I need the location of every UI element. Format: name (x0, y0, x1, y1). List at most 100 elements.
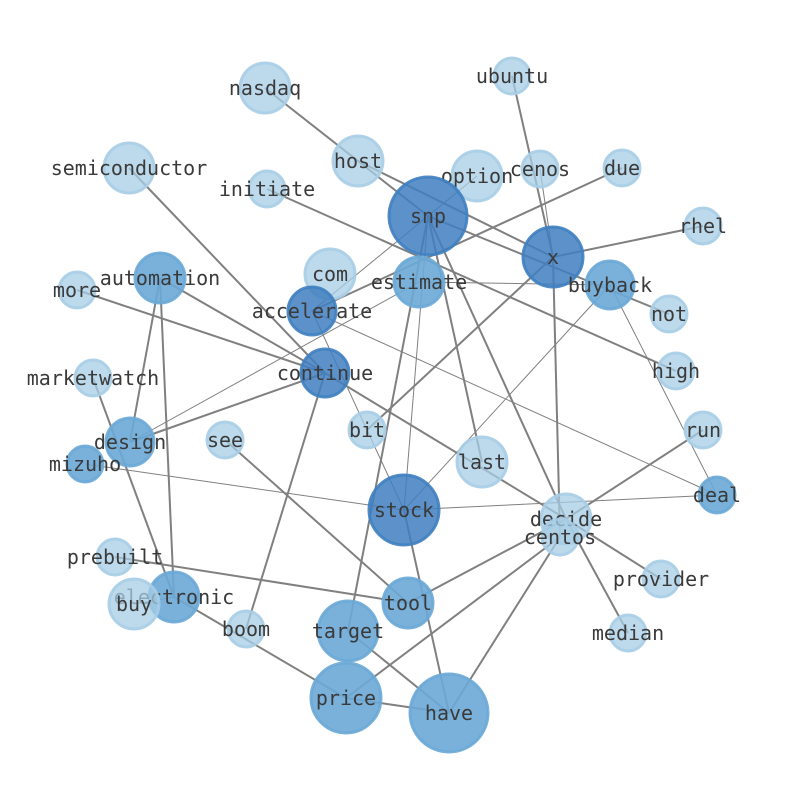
node-label-rhel: rhel (679, 214, 727, 238)
node-last: last (455, 435, 509, 489)
edge-automation-design (129, 277, 161, 443)
node-label-stock: stock (374, 498, 434, 522)
node-label-target: target (312, 619, 384, 643)
edge-continue-decide (324, 372, 567, 520)
node-label-snp: snp (410, 204, 446, 228)
node-run: run (683, 410, 723, 450)
edge-initiate-high (266, 188, 677, 372)
node-circle-option (450, 149, 504, 203)
node-circle-due (602, 148, 642, 188)
edge-more-continue (76, 289, 326, 374)
node-label-com: com (312, 262, 348, 286)
node-high: high (652, 351, 700, 391)
edge-semiconductor-continue (128, 167, 326, 374)
edge-x-bit (366, 256, 554, 431)
node-label-cenos: cenos (510, 157, 570, 181)
node-circle-more (57, 270, 97, 310)
node-rhel: rhel (679, 206, 727, 246)
edge-run-decide (565, 429, 704, 520)
edge-continue-design (129, 372, 326, 443)
node-label-option: option (441, 164, 513, 188)
node-mizuho: mizuho (49, 444, 121, 484)
node-circle-design (104, 416, 156, 468)
node-circle-nasdaq (238, 61, 292, 115)
node-buy: buy (107, 577, 161, 631)
node-circle-accelerate (286, 285, 338, 337)
node-circle-provider (641, 559, 681, 599)
node-circle-run (683, 410, 723, 450)
node-circle-semiconductor (102, 141, 156, 195)
node-host: host (331, 134, 385, 188)
node-label-marketwatch: marketwatch (27, 366, 159, 390)
node-circle-centos (540, 517, 580, 557)
node-label-initiate: initiate (219, 177, 315, 201)
node-circle-stock (367, 473, 441, 547)
node-circle-estimate (392, 255, 446, 309)
node-label-mizuho: mizuho (49, 452, 121, 476)
node-semiconductor: semiconductor (51, 141, 208, 195)
node-label-boom: boom (222, 617, 270, 641)
node-circle-automation (133, 251, 187, 305)
node-circle-initiate (247, 169, 287, 209)
edge-see-tool (224, 439, 409, 604)
node-label-automation: automation (100, 266, 220, 290)
node-label-provider: provider (613, 567, 709, 591)
edge-automation-continue (159, 277, 326, 374)
node-ubuntu: ubuntu (476, 56, 548, 96)
edge-prebuilt-tool (114, 556, 409, 604)
node-buyback: buyback (568, 259, 652, 311)
node-label-deal: deal (693, 483, 741, 507)
edge-due-accelerate (311, 167, 623, 312)
node-snp: snp (387, 175, 469, 257)
node-initiate: initiate (219, 169, 315, 209)
edge-estimate-design (129, 281, 420, 443)
node-circle-deal (697, 475, 737, 515)
node-label-due: due (604, 156, 640, 180)
node-circle-buy (107, 577, 161, 631)
node-marketwatch: marketwatch (27, 358, 159, 398)
node-more: more (53, 270, 101, 310)
node-target: target (312, 599, 384, 663)
edge-decide-tool (407, 518, 567, 604)
edge-mizuho-stock (84, 463, 405, 511)
node-label-price: price (316, 686, 376, 710)
node-prebuilt: prebuilt (67, 537, 163, 577)
node-cenos: cenos (510, 149, 570, 189)
node-label-run: run (685, 418, 721, 442)
node-layer: nasdaq ubuntu semiconductor host optioncenos… (27, 56, 741, 754)
node-not: not (649, 294, 689, 334)
node-option: option (441, 149, 513, 203)
node-label-design: design (94, 430, 166, 454)
node-see: see (205, 420, 245, 460)
node-circle-see (205, 420, 245, 460)
node-nasdaq: nasdaq (229, 61, 301, 115)
node-circle-last (455, 435, 509, 489)
edge-estimate-buyback (418, 281, 611, 286)
node-label-host: host (334, 149, 382, 173)
node-label-see: see (207, 428, 243, 452)
node-label-not: not (651, 302, 687, 326)
node-circle-rhel (683, 206, 723, 246)
node-accelerate: accelerate (252, 285, 372, 337)
node-circle-buyback (584, 259, 636, 311)
node-centos: centos (524, 517, 596, 557)
node-circle-tool (381, 576, 435, 630)
node-label-estimate: estimate (371, 270, 467, 294)
node-circle-cenos (520, 149, 560, 189)
node-label-centos: centos (524, 525, 596, 549)
node-design: design (94, 416, 166, 468)
node-label-median: median (592, 621, 664, 645)
node-label-tool: tool (384, 591, 432, 615)
node-label-accelerate: accelerate (252, 299, 372, 323)
node-circle-continue (299, 347, 351, 399)
node-label-semiconductor: semiconductor (51, 156, 208, 180)
node-label-last: last (458, 450, 506, 474)
edge-buyback-deal (609, 284, 718, 496)
node-label-buyback: buyback (568, 273, 652, 297)
edge-accelerate-stock (311, 310, 405, 511)
node-label-high: high (652, 359, 700, 383)
node-boom: boom (222, 609, 270, 649)
node-circle-bit (347, 410, 387, 450)
node-tool: tool (381, 576, 435, 630)
